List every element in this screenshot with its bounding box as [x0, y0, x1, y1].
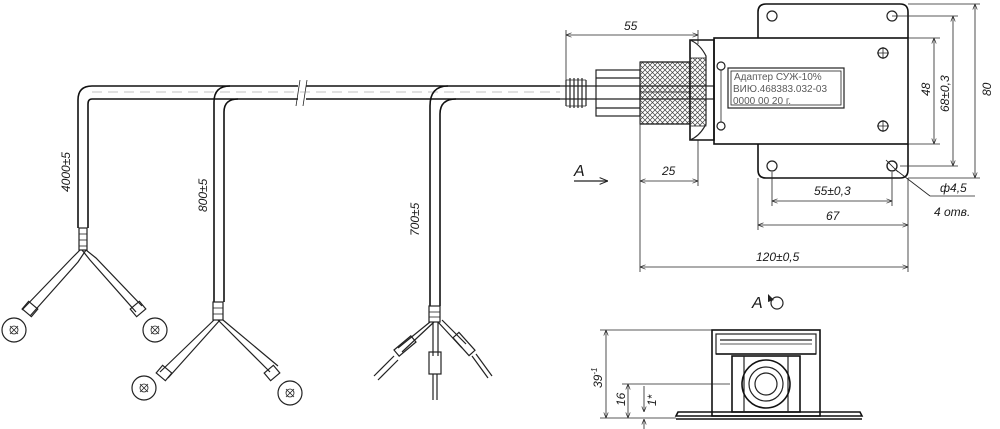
lead-3-length: 700±5	[408, 202, 422, 236]
end-view-label: А	[751, 295, 763, 312]
housing: Адаптер СУЖ-10% ВИЮ.468383.032-03 0000 0…	[713, 3, 909, 179]
dim-gland-length: 55	[624, 19, 638, 33]
dim-hole-count: 4 отв.	[934, 205, 970, 219]
lead-1-length: 4000±5	[59, 152, 73, 192]
ring-lug-left	[1, 300, 39, 343]
dim-end-nut-height: 16	[614, 392, 628, 406]
lead-1: 4000±5	[1, 85, 168, 343]
dim-end-height-tolerance: -1	[590, 368, 599, 375]
dim-overall-length: 120±0,5	[756, 250, 800, 264]
dim-end-height: 39-1	[590, 368, 605, 388]
view-arrow-label: А	[573, 163, 585, 180]
dim-hole-diameter: ф4,5	[940, 181, 967, 195]
dim-gland-offset: 25	[661, 164, 676, 178]
view-a-arrow: А	[573, 163, 608, 181]
nameplate-line-1: Адаптер СУЖ-10%	[734, 72, 822, 83]
lead-2: 800±5	[131, 85, 303, 406]
pin-terminal-center	[428, 351, 442, 400]
cable-gland	[560, 39, 726, 141]
spring-coil	[565, 78, 587, 108]
nameplate-line-3: 0000 00 20 г.	[733, 96, 791, 107]
dim-hole-spacing-horizontal: 55±0,3	[814, 184, 851, 198]
rotate-view-icon	[768, 294, 784, 310]
pin-terminal-left	[373, 335, 417, 381]
dim-end-gap: 1*	[645, 394, 659, 406]
pin-terminal-right	[452, 331, 493, 379]
ring-lug-right	[129, 300, 168, 343]
nameplate: Адаптер СУЖ-10% ВИЮ.468383.032-03 0000 0…	[727, 67, 845, 109]
end-view-a: А 39-1 16 1*	[590, 294, 864, 429]
dim-hole-spacing-vertical: 68±0,3	[938, 75, 952, 112]
lead-3: 700±5	[373, 85, 493, 400]
nameplate-line-2: ВИЮ.468383.032-03	[733, 84, 827, 95]
dimension-lines: 55 25 48 68±0,3 80 55±0,3 67	[565, 3, 994, 272]
dim-plate-height: 48	[919, 82, 933, 96]
dim-plate-width: 67	[826, 209, 841, 223]
hex-nut	[731, 355, 801, 413]
main-cable	[92, 79, 560, 107]
ring-lug-lower-left	[131, 364, 173, 401]
lead-2-length: 800±5	[196, 178, 210, 212]
ring-lug-lower-right	[263, 364, 303, 406]
dim-flange-height: 80	[980, 82, 994, 96]
dim-end-height-value: 39	[591, 374, 605, 388]
